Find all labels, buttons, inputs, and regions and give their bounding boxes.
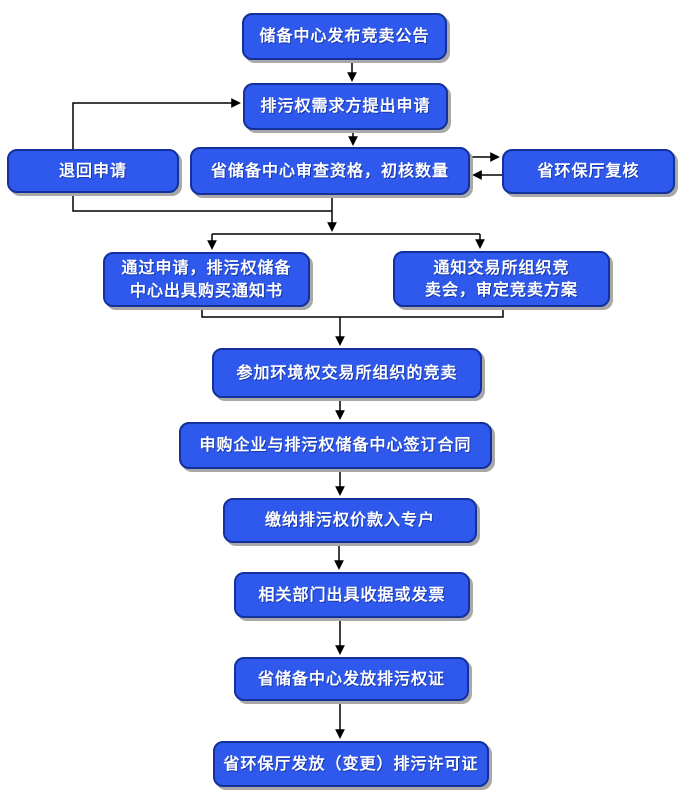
node-demand-side-apply: 排污权需求方提出申请 <box>243 83 448 130</box>
node-issue-receipt: 相关部门出具收据或发票 <box>234 572 470 618</box>
node-notify-exchange: 通知交易所组织竞 卖会，审定竞卖方案 <box>393 251 610 307</box>
node-reserve-center-review: 省储备中心审查资格，初核数量 <box>190 147 470 195</box>
node-return-application: 退回申请 <box>7 149 179 193</box>
node-issue-permit: 省环保厅发放（变更）排污许可证 <box>213 741 489 787</box>
node-epa-recheck: 省环保厅复核 <box>502 149 675 194</box>
node-announce-auction: 储备中心发布竞卖公告 <box>242 13 447 60</box>
node-issue-emission-cert: 省储备中心发放排污权证 <box>234 657 469 701</box>
node-pay-into-account: 缴纳排污权价款入专户 <box>223 498 477 543</box>
node-purchase-notice: 通过申请，排污权储备 中心出具购买通知书 <box>103 252 310 307</box>
node-attend-auction: 参加环境权交易所组织的竞卖 <box>212 348 482 398</box>
node-sign-contract: 申购企业与排污权储备中心签订合同 <box>179 422 492 469</box>
edge-merge-bar <box>201 308 504 318</box>
